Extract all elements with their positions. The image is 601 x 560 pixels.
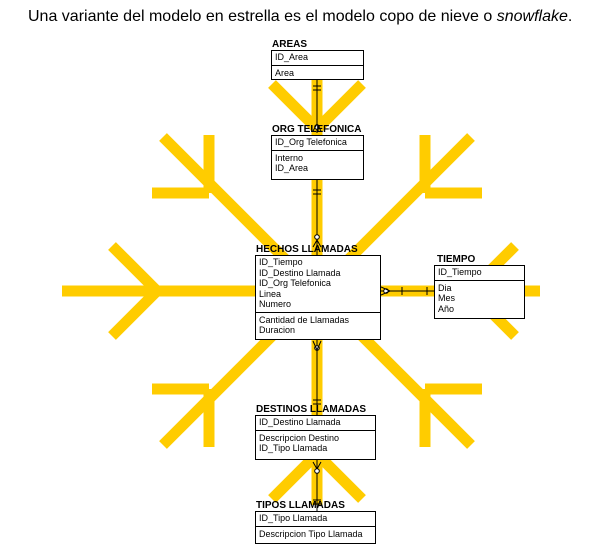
snowflake-branch [313,450,366,503]
snowflake-branch [108,242,161,295]
entity-tipos-llamadas: ID_Tipo Llamada Descripcion Tipo Llamada [255,511,376,544]
entity-org-telefonica-attr-interno: Interno [275,152,304,163]
entity-hechos-pk-linea: Linea [259,288,282,299]
entity-tiempo-pk: ID_Tiempo [435,266,524,281]
entity-hechos-llamadas-attrs: Cantidad de Llamadas Duracion [256,313,380,337]
caption-suffix: . [567,8,573,25]
snowflake-branch [313,80,366,133]
entity-areas-pk-id-area: ID_Area [275,52,309,62]
entity-hechos-llamadas-pk: ID_Tiempo ID_Destino Llamada ID_Org Tele… [256,256,380,313]
entity-org-telefonica-attr-id-area: ID_Area [275,163,309,173]
entity-org-telefonica: ID_Org Telefonica Interno ID_Area [271,135,364,180]
crowfoot-mark [312,340,318,351]
entity-org-telefonica-title: ORG TELEFONICA [272,124,362,135]
entity-destinos-llamadas: ID_Destino Llamada Descripcion Destino I… [255,415,376,460]
entity-areas-title: AREAS [272,39,308,50]
entity-destinos-pk-id-destino: ID_Destino Llamada [259,417,341,427]
caption-emphasis: snowflake [496,8,568,25]
entity-hechos-attr-duracion: Duracion [259,325,296,335]
entity-destinos-attr-id-tipo: ID_Tipo Llamada [259,443,328,453]
entity-tiempo-attr-dia: Dia [438,282,452,293]
entity-areas-attr-area: Area [275,67,295,78]
entity-destinos-llamadas-attrs: Descripcion Destino ID_Tipo Llamada [256,431,375,455]
cardinality-optional-mark [314,234,320,240]
entity-tipos-pk-id-tipo: ID_Tipo Llamada [259,513,328,523]
entity-areas-pk: ID_Area [272,51,363,66]
entity-tiempo-attr-mes: Mes [438,293,456,303]
crowfoot-mark [312,461,318,470]
entity-hechos-llamadas-title: HECHOS LLAMADAS [256,244,358,255]
entity-hechos-llamadas: ID_Tiempo ID_Destino Llamada ID_Org Tele… [255,255,381,340]
crowfoot-mark [316,239,322,248]
entity-tipos-attr-descripcion: Descripcion Tipo Llamada [259,528,363,539]
crowfoot-mark [312,239,318,248]
caption-text: Una variante del modelo en estrella es e… [28,8,497,25]
entity-org-telefonica-pk-id-org: ID_Org Telefonica [275,137,347,147]
cardinality-optional-mark [314,468,320,474]
entity-tiempo-pk-id-tiempo: ID_Tiempo [438,267,482,277]
entity-destinos-llamadas-title: DESTINOS LLAMADAS [256,404,366,415]
entity-hechos-pk-id-destino-llamada: ID_Destino Llamada [259,267,341,278]
crowfoot-mark [316,340,322,351]
entity-tipos-llamadas-pk: ID_Tipo Llamada [256,512,375,527]
snowflake-branch [268,450,321,503]
entity-tiempo: ID_Tiempo Dia Mes Año [434,265,525,319]
crowfoot-mark [380,290,391,296]
entity-tipos-llamadas-attrs: Descripcion Tipo Llamada [256,527,375,541]
entity-areas: ID_Area Area [271,50,364,80]
relationship-lines [312,79,434,511]
entity-tiempo-attr-anio: Año [438,303,455,314]
crowfoot-mark [312,123,318,132]
entity-destinos-llamadas-pk: ID_Destino Llamada [256,416,375,431]
entity-hechos-pk-id-org-telefonica: ID_Org Telefonica [259,278,331,288]
crowfoot-mark [316,123,322,132]
caption: Una variante del modelo en estrella es e… [28,8,572,26]
entity-tiempo-title: TIEMPO [437,254,476,265]
entity-tiempo-attrs: Dia Mes Año [435,281,524,316]
entity-org-telefonica-pk: ID_Org Telefonica [272,136,363,151]
crowfoot-mark [316,461,322,470]
crowfoot-mark [380,286,391,292]
entity-destinos-attr-descripcion: Descripcion Destino [259,432,340,443]
entity-hechos-pk-id-tiempo: ID_Tiempo [259,257,303,267]
entity-areas-attrs: Area [272,66,363,80]
entity-hechos-attr-cantidad: Cantidad de Llamadas [259,314,350,325]
entity-org-telefonica-attrs: Interno ID_Area [272,151,363,175]
entity-tipos-llamadas-title: TIPOS LLAMADAS [256,500,345,511]
snowflake-branch [268,80,321,133]
snowflake-branch [108,287,161,340]
entity-hechos-pk-numero: Numero [259,299,292,309]
